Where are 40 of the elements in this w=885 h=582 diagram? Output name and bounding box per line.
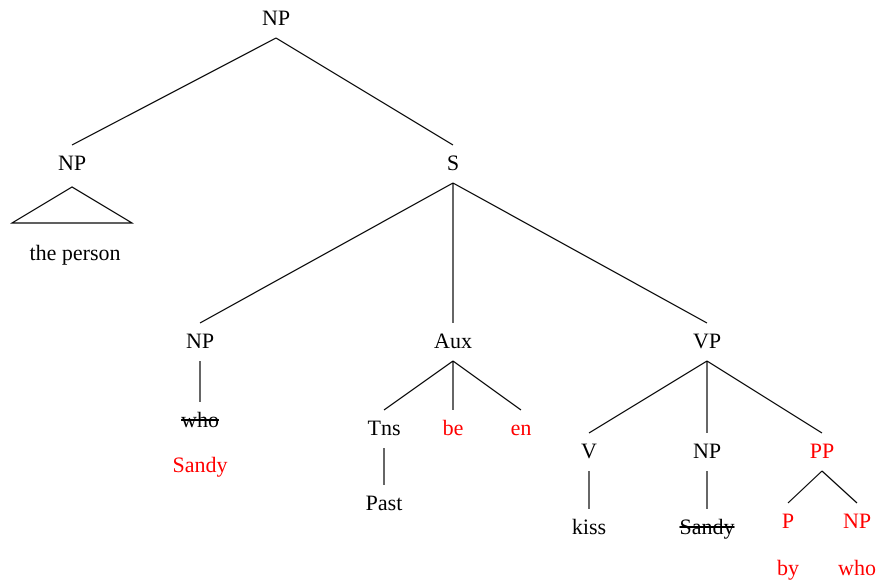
tree-branch [276,37,454,146]
node-label: the person [29,241,121,265]
node-label: Tns [368,416,400,440]
tree-branch [706,471,708,509]
tree-branch [72,37,276,146]
node-label: NP [692,439,722,463]
tree-branch [384,360,454,410]
tree-branch [588,360,708,434]
node-label: Past [366,491,402,515]
tree-branch [822,470,858,504]
node-label: who [838,556,876,580]
node-label: Sandy [680,515,734,539]
node-label: be [442,416,464,440]
node-label: NP [186,329,214,353]
node-label: NP [842,509,872,533]
node-label: NP [262,6,290,30]
tree-branch [788,470,822,504]
node-label: Sandy [172,453,228,477]
tree-branch [706,361,708,433]
tree-branch [452,360,522,410]
tree-branch [452,183,454,323]
tree-branch [383,448,385,485]
node-label: by [777,556,799,580]
node-label: S [446,151,460,175]
tree-branch [706,360,822,434]
node-label: V [581,439,597,463]
tree-branch [588,471,590,509]
node-label: VP [692,329,722,353]
node-label: P [782,509,794,533]
node-label: Aux [434,329,472,353]
tree-branch [452,361,454,410]
tree-branch [199,361,201,402]
tree-branch [452,182,708,324]
node-label: kiss [572,515,606,539]
node-label: NP [58,151,86,175]
node-label: PP [810,439,834,463]
tree-branch [200,182,454,324]
node-label: who [181,408,219,432]
roof-triangle [10,186,134,224]
node-label: en [510,416,532,440]
